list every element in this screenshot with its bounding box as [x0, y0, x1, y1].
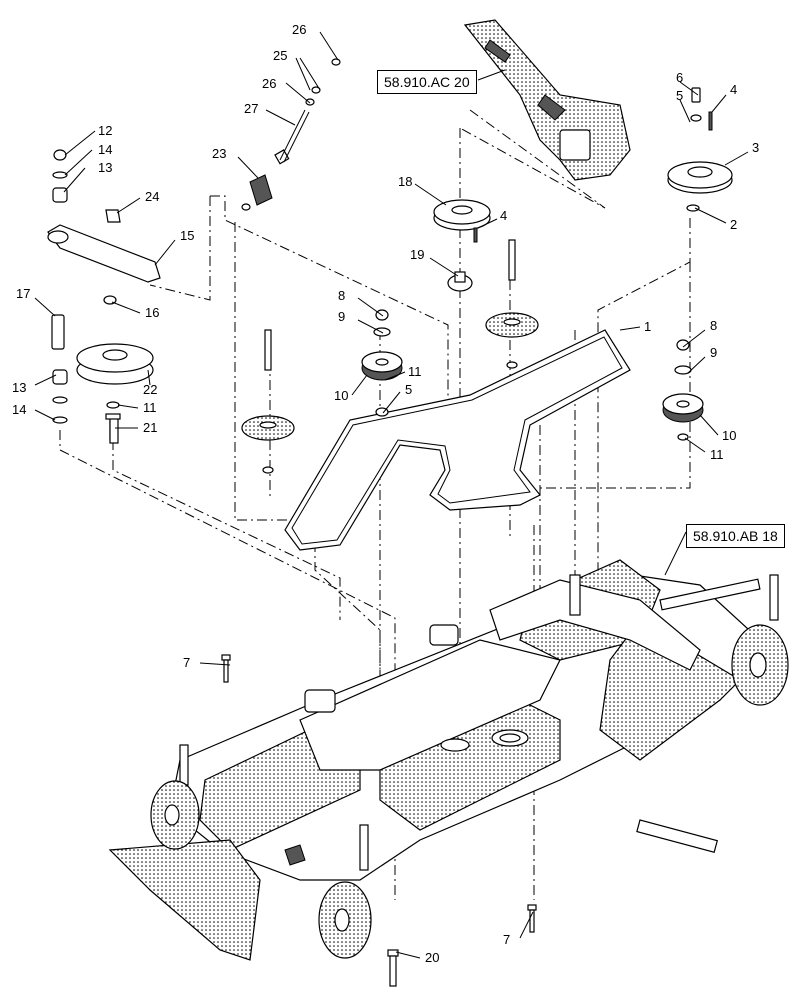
ref-right-leader — [664, 531, 687, 576]
callout-14: 14 — [98, 142, 112, 157]
callout-19: 19 — [410, 247, 424, 262]
callout-15: 15 — [180, 228, 194, 243]
callout-21: 21 — [143, 420, 157, 435]
callout-1: 1 — [644, 319, 651, 334]
callout-8: 8 — [338, 288, 345, 303]
callout-4: 4 — [500, 208, 507, 223]
callout-24: 24 — [145, 189, 159, 204]
callout-12: 12 — [98, 123, 112, 138]
v-belt — [284, 329, 631, 551]
callout-23: 23 — [212, 146, 226, 161]
ref-top-leader — [477, 69, 506, 81]
callout-22: 22 — [143, 382, 157, 397]
callout-9: 9 — [338, 309, 345, 324]
gear-pulleys — [241, 239, 539, 474]
callout-26: 26 — [262, 76, 276, 91]
callout-6: 6 — [676, 70, 683, 85]
gearbox-driveshaft — [463, 19, 631, 181]
mower-deck — [108, 559, 789, 961]
callout-7: 7 — [503, 932, 510, 947]
callout-4: 4 — [730, 82, 737, 97]
callout-2: 2 — [730, 217, 737, 232]
callout-11: 11 — [408, 364, 422, 379]
callout-18: 18 — [398, 174, 412, 189]
callout-5: 5 — [405, 382, 412, 397]
callout-20: 20 — [425, 950, 439, 965]
bolts — [105, 413, 537, 987]
reference-box-right[interactable]: 58.910.AB 18 — [686, 524, 785, 548]
callout-27: 27 — [244, 101, 258, 116]
callout-10: 10 — [722, 428, 736, 443]
callout-8: 8 — [710, 318, 717, 333]
callout-11: 11 — [143, 400, 157, 415]
callout-9: 9 — [710, 345, 717, 360]
spring-assembly — [241, 58, 341, 211]
callout-16: 16 — [145, 305, 159, 320]
callout-5: 5 — [676, 88, 683, 103]
callout-25: 25 — [273, 48, 287, 63]
pulley-3 — [667, 87, 733, 212]
idler-pulleys — [361, 309, 704, 441]
callout-14: 14 — [12, 402, 26, 417]
callout-labels: 1 2 3 4 4 5 5 6 7 7 8 8 9 9 10 10 11 11 … — [12, 22, 759, 965]
callout-10: 10 — [334, 388, 348, 403]
callout-11: 11 — [710, 447, 724, 462]
callout-13: 13 — [98, 160, 112, 175]
callout-3: 3 — [752, 140, 759, 155]
callout-17: 17 — [16, 286, 30, 301]
leader-lines — [34, 31, 749, 959]
callout-7: 7 — [183, 655, 190, 670]
pulley-18 — [433, 199, 491, 292]
callout-26: 26 — [292, 22, 306, 37]
reference-box-top[interactable]: 58.910.AC 20 — [377, 70, 477, 94]
callout-13: 13 — [12, 380, 26, 395]
